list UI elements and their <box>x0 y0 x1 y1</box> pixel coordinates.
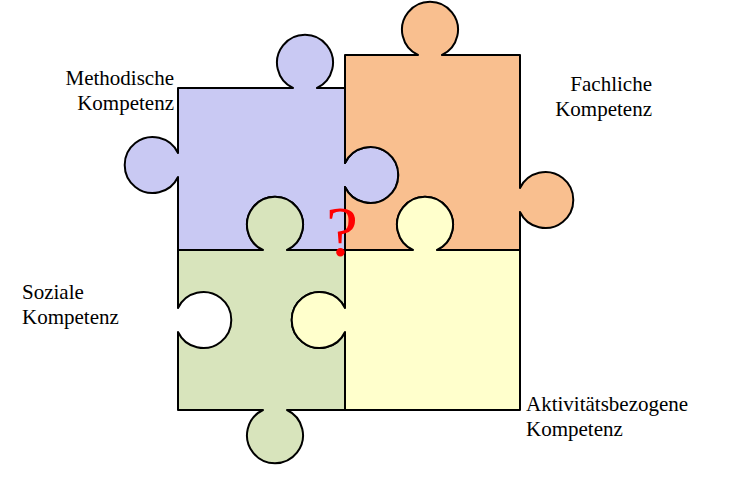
question-mark: ? <box>312 194 372 270</box>
puzzle-piece <box>345 2 573 250</box>
competence-label: Aktivitätsbezogene Kompetenz <box>526 392 731 442</box>
competence-label: Methodische Kompetenz <box>24 66 174 116</box>
competence-label: Fachliche Kompetenz <box>500 72 652 122</box>
puzzle-piece <box>292 197 520 410</box>
competence-label: Soziale Kompetenz <box>22 280 172 330</box>
